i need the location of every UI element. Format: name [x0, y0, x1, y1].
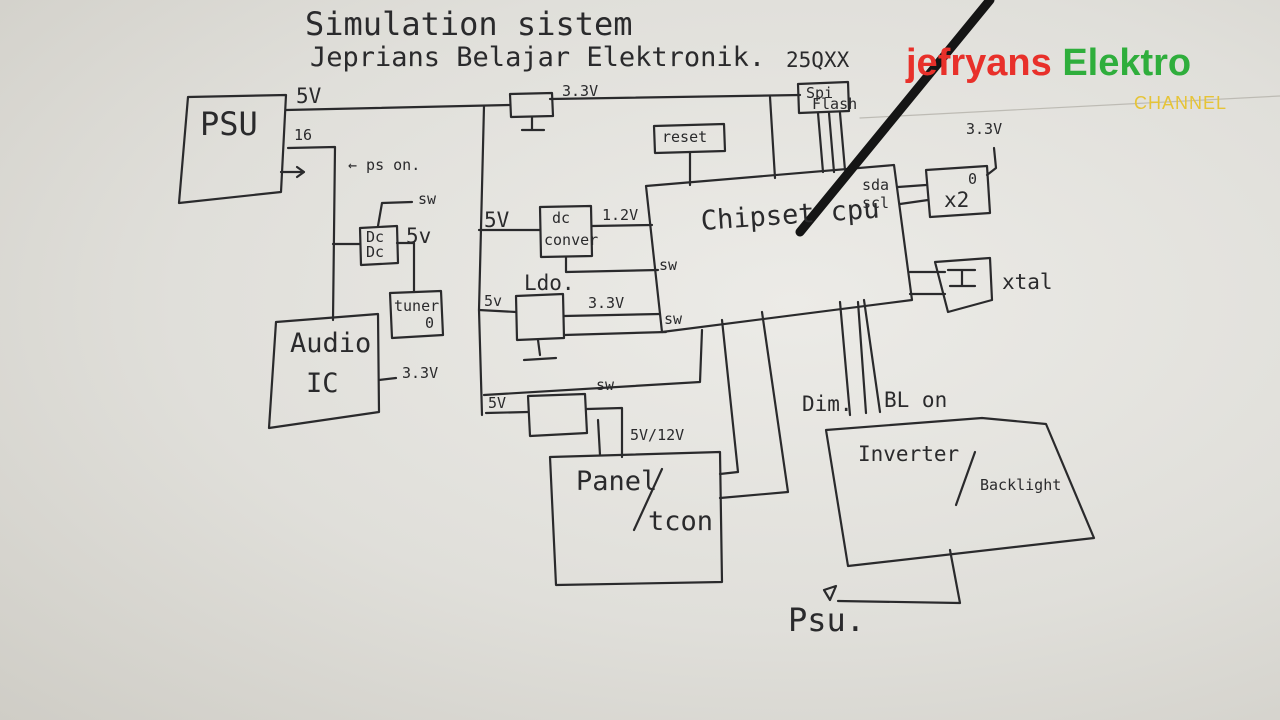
wire-ldo-3v3	[562, 312, 662, 318]
reset-label: reset	[662, 128, 708, 146]
dcdc-label-b: Dc	[366, 243, 385, 261]
wire-ldo-in	[477, 308, 518, 314]
wire-conv-sw	[564, 255, 660, 274]
conv-5v-label: 5V	[484, 208, 510, 232]
wire-dcdc-sw	[376, 200, 414, 228]
wire-1v2	[590, 223, 654, 228]
backlight-label: Backlight	[980, 476, 1062, 494]
inverter-slash	[954, 450, 977, 507]
psu-label: PSU	[200, 105, 258, 143]
ps-on-label: ← ps on.	[348, 156, 421, 174]
x2-3v3-label: 3.3V	[966, 120, 1003, 138]
dcdc-5v-label: 5v	[406, 224, 432, 248]
xtal-symbol	[908, 268, 977, 296]
dc-converter-box	[538, 204, 594, 259]
wire-dim-bl-on	[838, 298, 882, 417]
wire-ps-on	[279, 165, 306, 179]
wire-x2-3v3	[985, 146, 998, 177]
pen	[795, 0, 995, 237]
spi-part-label: 25QXX	[786, 48, 850, 72]
psu-bottom-label: Psu.	[788, 601, 866, 639]
spi-flash-box	[796, 80, 851, 115]
reset-box	[652, 122, 727, 155]
x2-pin-label: 0	[968, 170, 978, 188]
wire-panel-power	[585, 406, 624, 459]
spi-flash-label-b: Flash	[812, 95, 858, 113]
audio-ic-label-a: Audio	[290, 328, 372, 359]
wire-16v	[286, 145, 337, 322]
xtal-box	[933, 256, 994, 314]
ldo-label: Ldo.	[524, 271, 575, 295]
regulator-box	[508, 91, 555, 119]
panel-5v-label: 5V	[488, 394, 507, 412]
wire-audio-3v3	[377, 376, 398, 382]
wire-panel-power-b	[596, 418, 602, 457]
dcdc-label-a: Dc	[366, 228, 385, 246]
psu-arrow	[822, 584, 838, 602]
ldo-5v-label: 5v	[484, 292, 503, 310]
tuner-box	[388, 289, 445, 340]
wire-ldo-sw	[562, 330, 668, 337]
wire-3v3-rail	[548, 93, 802, 101]
x2-label: x2	[944, 188, 970, 212]
ldo-gnd	[522, 338, 558, 362]
dcdc-box	[358, 224, 400, 267]
tcon-label: tcon	[648, 506, 714, 537]
panel-sw-label: sw	[596, 376, 615, 394]
sda-label: sda	[862, 176, 890, 194]
wire-5v-bus	[477, 104, 486, 417]
chipset-box	[644, 163, 914, 334]
panel-label: Panel	[576, 466, 658, 497]
watermark-name-a: jefryans	[906, 42, 1052, 84]
watermark-logo: jefryans Elektro	[906, 44, 1191, 82]
title-line-2: Jeprians Belajar Elektronik.	[310, 42, 766, 73]
panel-box	[548, 450, 724, 587]
wire-i2c	[896, 183, 930, 206]
wire-panel-sw	[482, 328, 704, 397]
regulator-3v3-label: 3.3V	[562, 82, 599, 100]
regulator-gnd	[520, 115, 546, 132]
audio-ic-box	[267, 312, 381, 430]
psu-box	[177, 93, 288, 205]
audio-ic-label-b: IC	[306, 368, 339, 399]
dim-label: Dim.	[802, 392, 853, 416]
bl-on-label: BL on	[884, 388, 948, 412]
conv-1v2-label: 1.2V	[602, 206, 639, 224]
conv-sw-label: sw	[659, 256, 678, 274]
wire-inverter-psu	[836, 548, 962, 605]
watermark-name-b: Elektro	[1062, 42, 1192, 84]
dc-converter-label-b: conver	[544, 231, 599, 249]
panel-power-box	[526, 392, 589, 438]
psu-5v-label: 5V	[296, 84, 322, 108]
psu-16-label: 16	[294, 126, 313, 144]
x2-box	[924, 164, 992, 219]
ldo-3v3-label: 3.3V	[588, 294, 625, 312]
tuner-pin-label: 0	[425, 314, 435, 332]
wire-5v-rail	[284, 103, 512, 112]
tuner-label: tuner	[394, 297, 440, 315]
ldo-sw-label: sw	[664, 310, 683, 328]
ldo-box	[514, 292, 566, 342]
inverter-box	[824, 416, 1096, 568]
dc-converter-label-a: dc	[552, 209, 571, 227]
spi-flash-label-a: Spi	[806, 84, 834, 102]
wire-lvds	[718, 310, 790, 500]
wire-dcdc-out	[395, 241, 416, 294]
xtal-label: xtal	[1002, 270, 1053, 294]
panel-5v12v-label: 5V/12V	[630, 426, 685, 444]
paper-crease	[859, 95, 1280, 119]
wire-panel-reg-in	[484, 410, 530, 415]
scl-label: scl	[862, 194, 890, 212]
inverter-label: Inverter	[858, 442, 960, 466]
dcdc-sw-label: sw	[418, 190, 437, 208]
panel-slash	[632, 467, 664, 532]
title-line-1: Simulation sistem	[305, 5, 633, 43]
watermark-channel: CHANNEL	[1134, 93, 1228, 113]
wire-spi-bus	[768, 95, 847, 180]
audio-3v3-label: 3.3V	[402, 364, 439, 382]
